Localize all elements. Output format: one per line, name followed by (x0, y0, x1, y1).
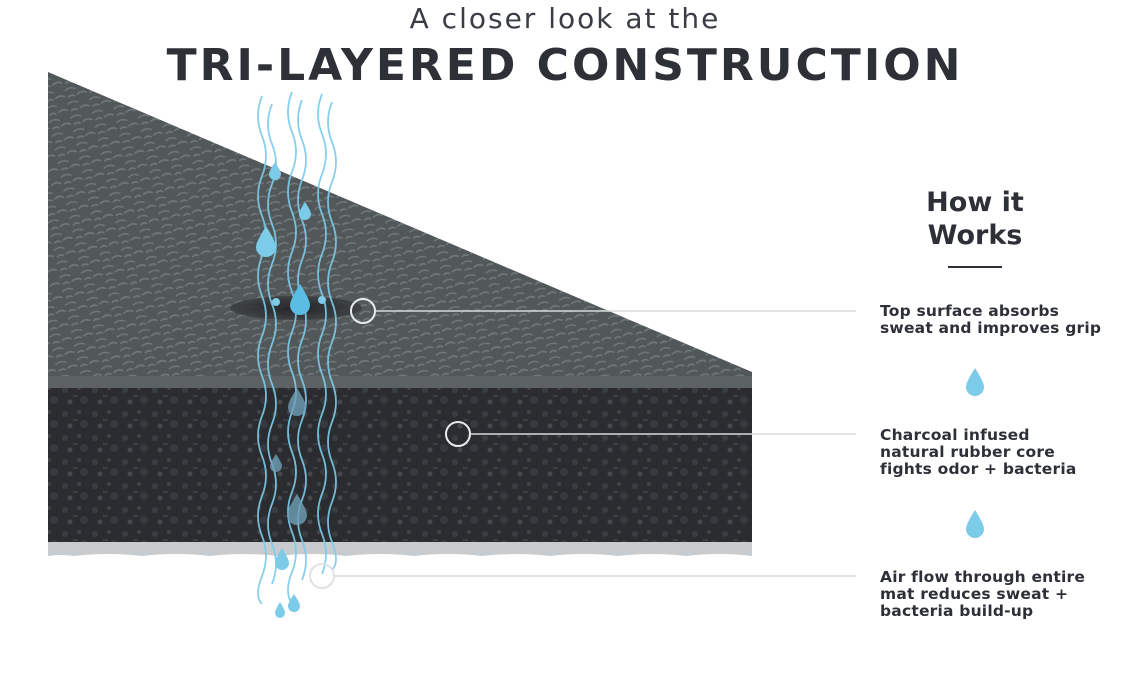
callout-airflow: Air flow through entire mat reduces swea… (880, 569, 1120, 620)
rubber-core-layer (48, 388, 752, 542)
callout-line: natural rubber core (880, 443, 1055, 461)
callout-line: Charcoal infused (880, 426, 1030, 444)
callout-line: Air flow through entire (880, 568, 1086, 586)
bottom-airflow-layer (48, 542, 752, 556)
how-it-works-heading: How it Works (895, 186, 1055, 252)
water-drop-icon (966, 510, 984, 538)
water-drop-icon (290, 284, 310, 315)
callout-leaders (309, 298, 856, 589)
header-subtitle: A closer look at the (409, 2, 721, 35)
water-drop-icon (288, 388, 306, 416)
callout-line: Top surface absorbs (880, 302, 1060, 320)
heading-divider (948, 266, 1002, 268)
how-it-works-line2: Works (927, 220, 1023, 251)
water-drop-icon (270, 454, 282, 472)
water-drop-icon (287, 494, 307, 525)
splash-drop (318, 296, 326, 304)
water-drop-icon (275, 548, 289, 570)
callout-core: Charcoal infused natural rubber core fig… (880, 427, 1120, 478)
water-drop-icon (256, 226, 276, 257)
water-drop-icon (288, 594, 300, 612)
water-drops (256, 162, 326, 618)
callout-line: fights odor + bacteria (880, 460, 1077, 478)
how-it-works-line1: How it (926, 187, 1024, 218)
water-flow-lines (257, 91, 337, 605)
water-drop-icon (966, 368, 984, 396)
callout-line: bacteria build-up (880, 602, 1034, 620)
page-title: TRI-LAYERED CONSTRUCTION (166, 40, 964, 91)
water-drop-icon (299, 202, 311, 220)
callout-top-surface: Top surface absorbs sweat and improves g… (880, 303, 1120, 337)
water-drop-icon (269, 162, 281, 180)
top-surface-layer (48, 72, 752, 388)
splash-drop (272, 298, 280, 306)
water-drop-icon (275, 602, 285, 618)
callout-line: sweat and improves grip (880, 319, 1102, 337)
callout-line: mat reduces sweat + (880, 585, 1069, 603)
